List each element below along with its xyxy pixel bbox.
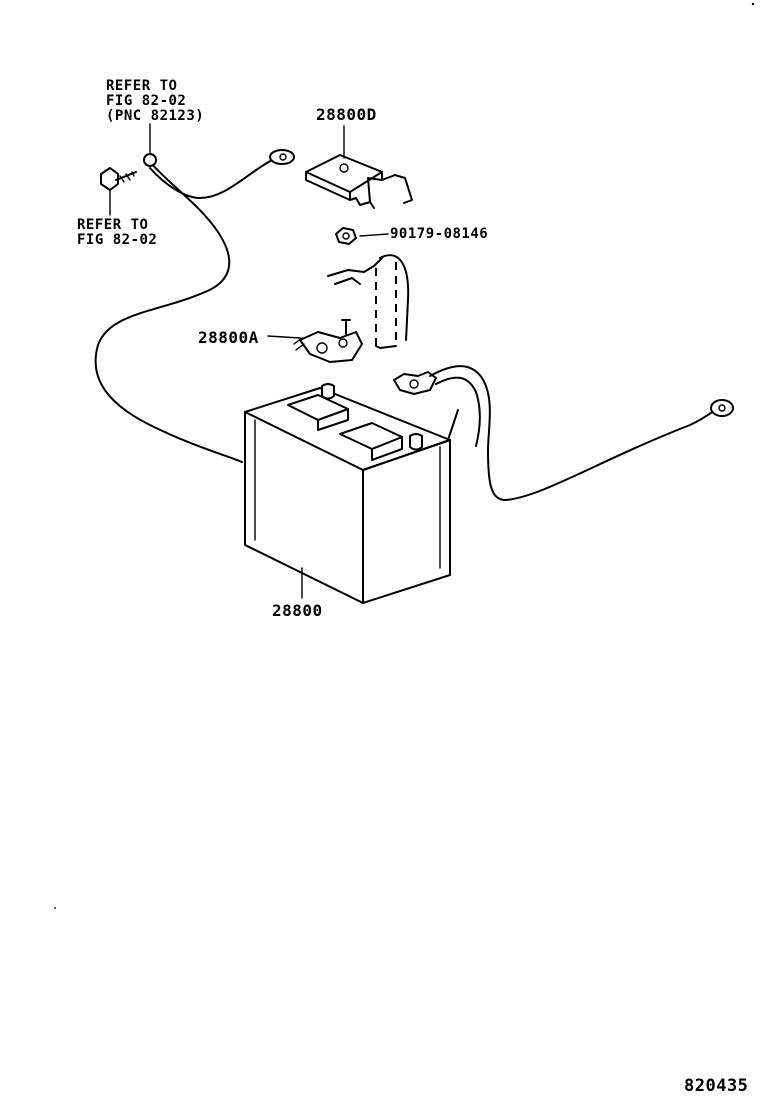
negative-cable (393, 365, 734, 501)
refer-label-bottom-1: REFER TO (77, 217, 149, 233)
short-cable (149, 159, 273, 199)
battery-top (244, 387, 451, 471)
part-label-terminal: 28800A (198, 328, 259, 347)
figure-code: 820435 (684, 1076, 749, 1096)
refer-label-bottom-2: FIG 82-02 (77, 232, 158, 248)
battery (244, 383, 451, 604)
refer-label-top-3: (PNC 82123) (106, 108, 205, 124)
battery-front (244, 411, 364, 604)
mounting-bolt (100, 167, 137, 191)
battery-clamp (305, 154, 413, 209)
negative-post (409, 433, 423, 451)
ground-cable (94, 161, 243, 463)
ring-terminal-short (269, 149, 295, 165)
refer-label-top-1: REFER TO (106, 78, 178, 94)
battery-side (362, 439, 451, 604)
ring-terminal-top (143, 153, 157, 167)
nut (335, 227, 357, 245)
refer-label-top-2: FIG 82-02 (106, 93, 187, 109)
part-label-clamp: 28800D (316, 105, 377, 124)
part-label-nut: 90179-08146 (390, 226, 489, 242)
positive-post (321, 383, 335, 400)
terminal-clamp (293, 319, 363, 363)
part-label-battery: 28800 (272, 601, 323, 620)
